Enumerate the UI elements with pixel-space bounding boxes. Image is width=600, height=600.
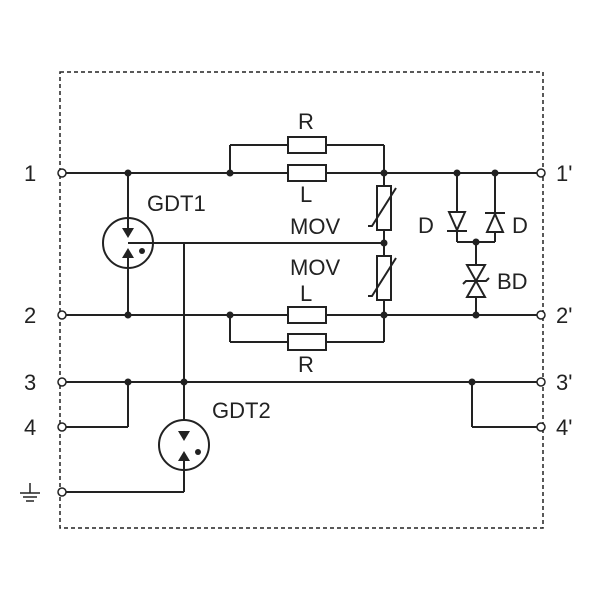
inductor-l-bottom	[287, 306, 327, 324]
line-3-4	[64, 381, 538, 428]
label-terminal-3-prime: 3'	[556, 370, 572, 395]
label-terminal-2-prime: 2'	[556, 303, 572, 328]
label-l-top: L	[300, 182, 312, 207]
terminal-4-prime	[536, 422, 546, 432]
mov-top	[368, 173, 397, 243]
gdt1-circuit	[102, 173, 384, 315]
label-terminal-2: 2	[24, 303, 36, 328]
label-diode-left: D	[418, 213, 434, 238]
label-terminal-4-prime: 4'	[556, 415, 572, 440]
device-enclosure	[59, 71, 544, 529]
terminal-2	[57, 310, 67, 320]
terminal-1	[57, 168, 67, 178]
label-bd: BD	[497, 269, 528, 294]
label-terminal-1-prime: 1'	[556, 161, 572, 186]
gdt2-circuit	[64, 243, 210, 493]
ground-icon	[20, 483, 40, 502]
bidirectional-diode	[462, 264, 490, 298]
inductor-l-top	[287, 164, 327, 182]
label-diode-right: D	[512, 213, 528, 238]
resistor-r-top	[287, 136, 327, 154]
terminal-3-prime	[536, 377, 546, 387]
diode-left	[447, 211, 467, 233]
terminal-4	[57, 422, 67, 432]
diode-right	[485, 211, 505, 233]
terminals-right	[536, 168, 546, 432]
label-terminal-4: 4	[24, 415, 36, 440]
label-gdt1: GDT1	[147, 191, 206, 216]
resistor-r-bottom	[287, 333, 327, 351]
terminal-1-prime	[536, 168, 546, 178]
label-terminal-1: 1	[24, 161, 36, 186]
label-mov-bottom: MOV	[290, 255, 340, 280]
label-r-bottom: R	[298, 352, 314, 377]
terminal-2-prime	[536, 310, 546, 320]
terminals-left	[57, 168, 67, 497]
label-gdt2: GDT2	[212, 398, 271, 423]
junction-dots	[124, 169, 499, 386]
terminal-ground	[57, 487, 67, 497]
label-r-top: R	[298, 109, 314, 134]
label-l-bottom: L	[300, 281, 312, 306]
label-mov-top: MOV	[290, 214, 340, 239]
mov-bottom	[368, 243, 397, 315]
label-terminal-3: 3	[24, 370, 36, 395]
terminal-3	[57, 377, 67, 387]
